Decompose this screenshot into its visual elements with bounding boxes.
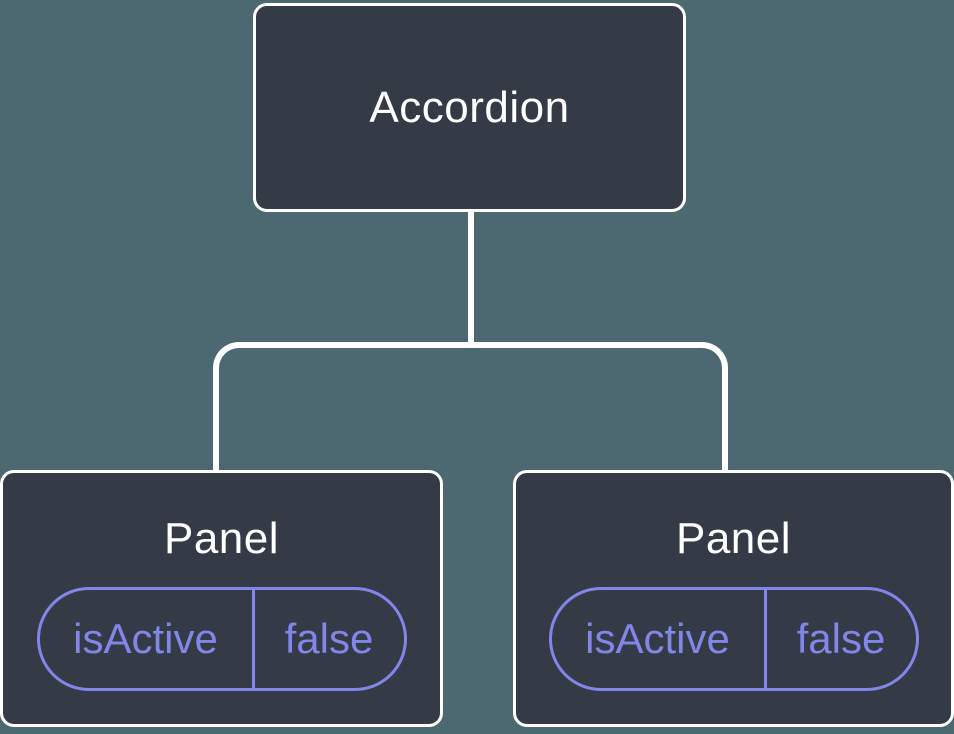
- connector-bracket: [213, 342, 728, 470]
- connector-stem: [468, 211, 474, 345]
- state-pill-right: isActive false: [548, 587, 919, 691]
- node-panel-right: Panel isActive false: [513, 470, 954, 727]
- state-value-label: false: [284, 615, 374, 662]
- state-name-label: isActive: [40, 590, 255, 688]
- accordion-node-label: Accordion: [369, 82, 570, 132]
- panel-left-label: Panel: [163, 514, 280, 563]
- panel-right-label: Panel: [675, 514, 792, 563]
- state-value-label: false: [796, 615, 886, 662]
- node-panel-left: Panel isActive false: [0, 470, 443, 727]
- node-accordion: Accordion: [253, 3, 686, 212]
- state-name-label: isActive: [552, 590, 767, 688]
- state-pill-left: isActive false: [36, 587, 407, 691]
